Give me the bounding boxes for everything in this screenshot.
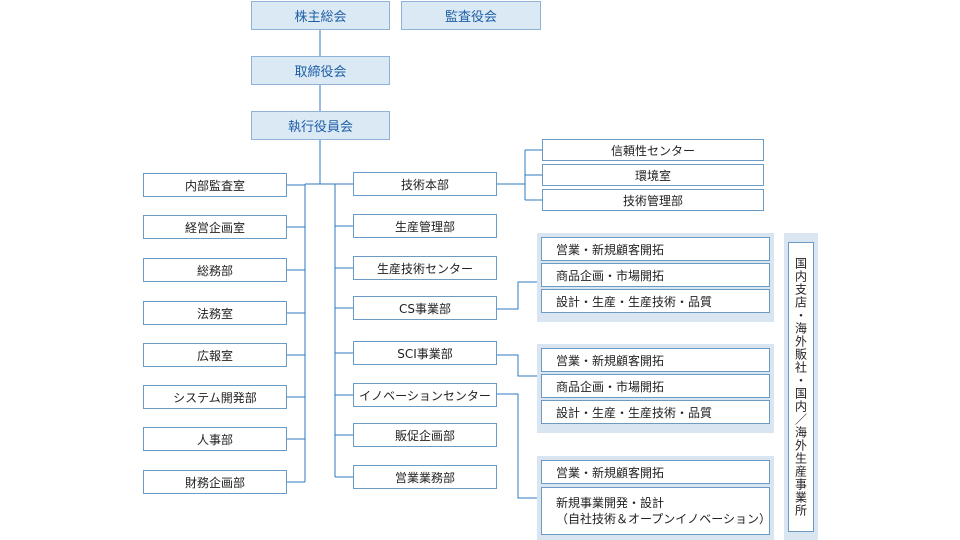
tech-sub-unit: 技術管理部 [542,189,764,211]
cs-function: 設計・生産・生産技術・品質 [541,289,770,313]
left-unit: 総務部 [143,258,287,282]
cs-function: 営業・新規顧客開拓 [541,237,770,261]
left-unit: 人事部 [143,427,287,451]
cs-function: 商品企画・市場開拓 [541,263,770,287]
innovation-function: 営業・新規顧客開拓 [541,460,770,484]
sci-function: 営業・新規顧客開拓 [541,348,770,372]
innovation-line-1: 新規事業開発・設計 [556,496,665,510]
branches-label: 国内支店・海外販社・国内／海外生産事業所 [793,257,808,517]
middle-unit: 生産技術センター [353,256,497,280]
middle-unit: SCI事業部 [353,341,497,365]
left-unit: 法務室 [143,301,287,325]
tech-sub-unit: 環境室 [542,164,764,186]
middle-unit: 営業業務部 [353,465,497,489]
left-unit: 財務企画部 [143,470,287,494]
innovation-function-open: 新規事業開発・設計 （自社技術＆オープンイノベーション） [541,487,772,535]
shareholders-meeting: 株主総会 [251,1,390,30]
middle-unit: イノベーションセンター [353,383,497,407]
tech-sub-unit: 信頼性センター [542,139,764,161]
sci-function: 設計・生産・生産技術・品質 [541,400,770,424]
middle-unit: 販促企画部 [353,423,497,447]
middle-unit: CS事業部 [353,296,497,320]
innovation-line-2: （自社技術＆オープンイノベーション） [556,512,772,526]
left-unit: 経営企画室 [143,215,287,239]
left-unit: 広報室 [143,343,287,367]
left-unit: システム開発部 [143,385,287,409]
middle-unit: 生産管理部 [353,214,497,238]
middle-unit: 技術本部 [353,172,497,196]
audit-board: 監査役会 [401,1,541,30]
board-of-directors: 取締役会 [251,56,390,85]
sci-function: 商品企画・市場開拓 [541,374,770,398]
branches-box: 国内支店・海外販社・国内／海外生産事業所 [788,242,814,532]
executive-committee: 執行役員会 [251,111,390,140]
left-unit: 内部監査室 [143,173,287,197]
